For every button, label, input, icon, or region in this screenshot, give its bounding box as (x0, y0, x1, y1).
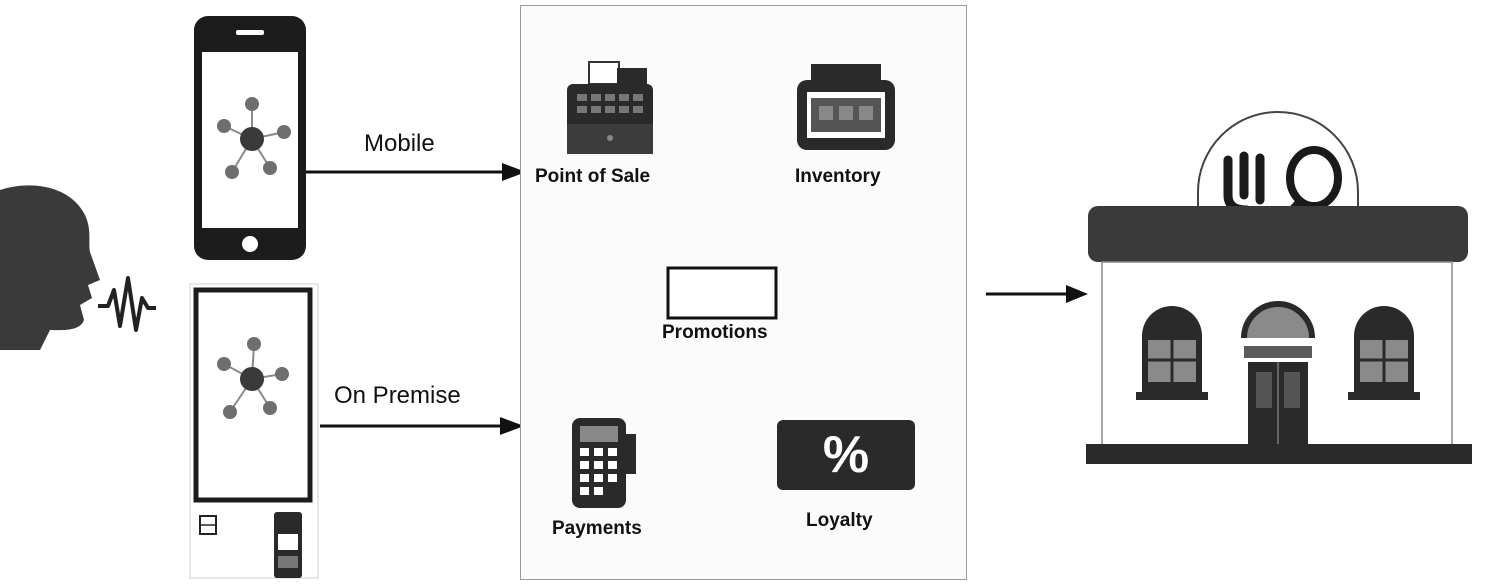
loyalty-percent-icon: % (777, 420, 915, 490)
inventory-label: Inventory (795, 166, 881, 187)
smartphone-icon (194, 16, 306, 260)
mobile-arrow (306, 163, 526, 181)
point-of-sale-label: Point of Sale (535, 166, 651, 187)
cash-register-icon (567, 61, 653, 154)
mobile-channel-label: Mobile (364, 130, 435, 157)
loyalty-percent-symbol: % (822, 426, 870, 484)
promotions-label: Promotions (662, 322, 768, 343)
kiosk-icon (189, 283, 319, 579)
payments-label: Payments (552, 518, 642, 539)
on-premise-channel-label: On Premise (334, 382, 461, 409)
restaurant-icon (1086, 111, 1472, 464)
on-premise-arrow (320, 417, 524, 435)
inventory-icon (797, 64, 895, 150)
voice-wave-icon (98, 276, 156, 332)
loyalty-label: Loyalty (806, 510, 873, 531)
promotion-box-icon (666, 266, 778, 320)
restaurant-arrow (986, 285, 1088, 303)
payment-terminal-icon (572, 418, 636, 508)
person-speaking-icon (0, 185, 100, 350)
